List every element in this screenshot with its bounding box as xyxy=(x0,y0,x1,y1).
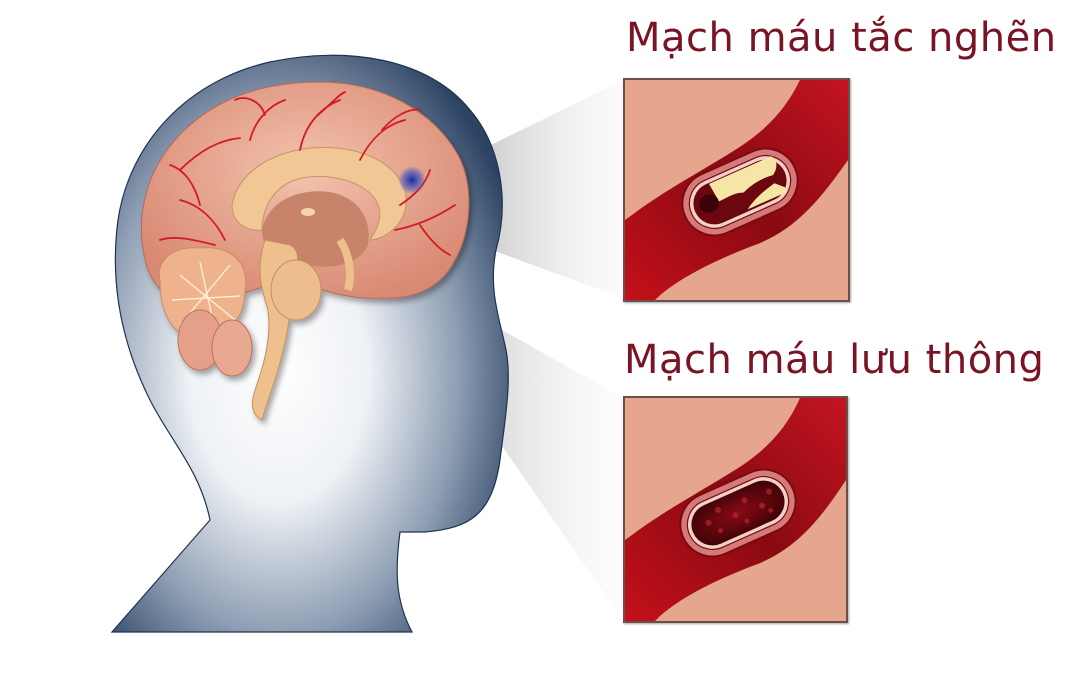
vessel-lumen xyxy=(691,480,785,546)
brain xyxy=(140,81,470,421)
blood-cells xyxy=(705,488,774,534)
label-blocked-vessel: Mạch máu tắc nghẽn xyxy=(626,15,1057,61)
light-beam-top xyxy=(485,80,623,298)
panel-blocked-vessel xyxy=(623,78,850,302)
label-flowing-vessel: Mạch máu lưu thông xyxy=(624,337,1045,383)
clot-marker xyxy=(398,166,426,194)
plaque-top xyxy=(709,156,777,202)
plaque-bottom xyxy=(747,183,788,210)
panel-flowing-vessel xyxy=(623,396,848,623)
